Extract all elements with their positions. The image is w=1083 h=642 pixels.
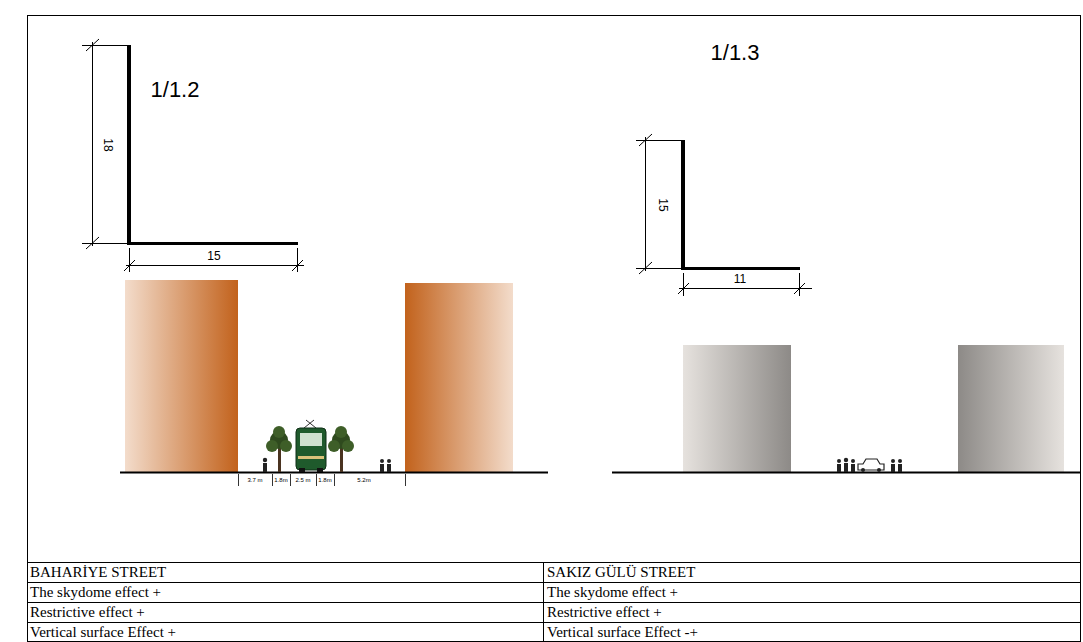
- tree: [328, 426, 354, 472]
- dimension-ticks: [239, 474, 406, 486]
- frame: [28, 16, 1081, 642]
- dimension-label: 3.7 m: [247, 477, 262, 483]
- tram: [296, 420, 326, 472]
- tree: [266, 426, 292, 472]
- dimension-line: [82, 39, 304, 272]
- dimension-label: 1.8m: [318, 477, 331, 483]
- ratio-diagram: [82, 39, 304, 272]
- pedestrian: [263, 458, 391, 472]
- table-cell: The skydome effect +: [30, 585, 161, 600]
- pedestrian: [837, 458, 902, 472]
- table-cell: Vertical surface Effect +: [30, 625, 176, 640]
- table-cell: Restrictive effect +: [30, 605, 145, 620]
- dimension-label: 5.2m: [357, 477, 370, 483]
- table-cell: The skydome effect +: [547, 585, 678, 600]
- dimension-label: 2.5 m: [295, 477, 310, 483]
- rule: [27, 562, 1081, 563]
- street-section: [612, 345, 1081, 473]
- dimension-label: 1.8m: [274, 477, 287, 483]
- table-grid: [27, 16, 1081, 642]
- dimension-line: [636, 134, 812, 296]
- ratio-label: 1/1.3: [711, 42, 760, 64]
- ground-line: [120, 472, 548, 474]
- ratio-diagram: [636, 134, 812, 296]
- ratio-label: 1/1.2: [151, 79, 200, 101]
- dimension-label: 15: [657, 198, 669, 211]
- street-line: [127, 242, 298, 245]
- wall-line: [127, 45, 131, 245]
- building: [125, 280, 238, 472]
- building: [683, 345, 791, 472]
- building: [958, 345, 1064, 472]
- rule: [27, 582, 1081, 583]
- rule: [27, 622, 1081, 623]
- table-cell: Restrictive effect +: [547, 605, 662, 620]
- building: [405, 283, 513, 472]
- dimension-label: 11: [734, 273, 746, 285]
- street-line: [681, 267, 800, 270]
- table-cell: Vertical surface Effect -+: [547, 625, 698, 640]
- dimension-label: 15: [207, 250, 220, 262]
- table-cell: BAHARİYE STREET: [30, 565, 166, 580]
- wall-line: [681, 140, 685, 270]
- street-section: [120, 280, 548, 486]
- car: [858, 459, 884, 472]
- dimension-label: 18: [102, 138, 114, 151]
- rule: [27, 602, 1081, 603]
- table-cell: SAKIZ GÜLÜ STREET: [547, 565, 695, 580]
- rule: [543, 562, 544, 642]
